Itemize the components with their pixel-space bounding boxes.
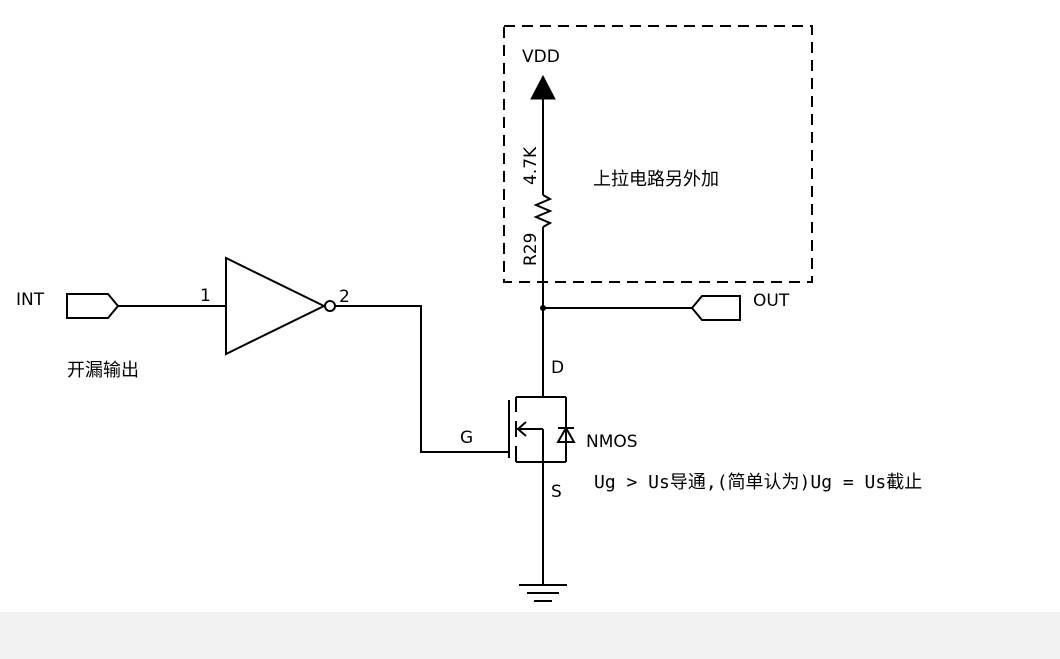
resistor-value-label: 4.7K (521, 146, 541, 185)
pullup-dashed-box (503, 25, 813, 283)
nmos-label: NMOS (586, 432, 638, 452)
vdd-arrow-icon (530, 74, 556, 100)
inverter-bubble (324, 300, 336, 312)
resistor-r29[interactable] (533, 194, 553, 228)
inverter-symbol[interactable] (225, 256, 327, 356)
out-port[interactable] (690, 295, 741, 321)
pullup-note: 上拉电路另外加 (593, 169, 719, 190)
pin-2-label: 2 (339, 287, 350, 307)
int-port[interactable] (66, 293, 120, 319)
vdd-label: VDD (522, 47, 560, 67)
nmos-transistor[interactable] (508, 396, 576, 463)
wire-to-gate (335, 305, 509, 453)
resistor-ref-label: R29 (521, 233, 541, 266)
out-label: OUT (753, 291, 790, 311)
int-label: INT (16, 290, 45, 310)
source-label: S (551, 482, 562, 502)
pin-1-label: 1 (200, 286, 211, 306)
condition-note: Ug > Us导通,(简单认为)Ug = Us截止 (594, 472, 922, 493)
gate-label: G (460, 428, 473, 448)
drain-label: D (551, 358, 564, 378)
open-drain-label: 开漏输出 (67, 360, 139, 381)
bottom-band (0, 612, 1060, 659)
ground-icon (519, 584, 567, 602)
